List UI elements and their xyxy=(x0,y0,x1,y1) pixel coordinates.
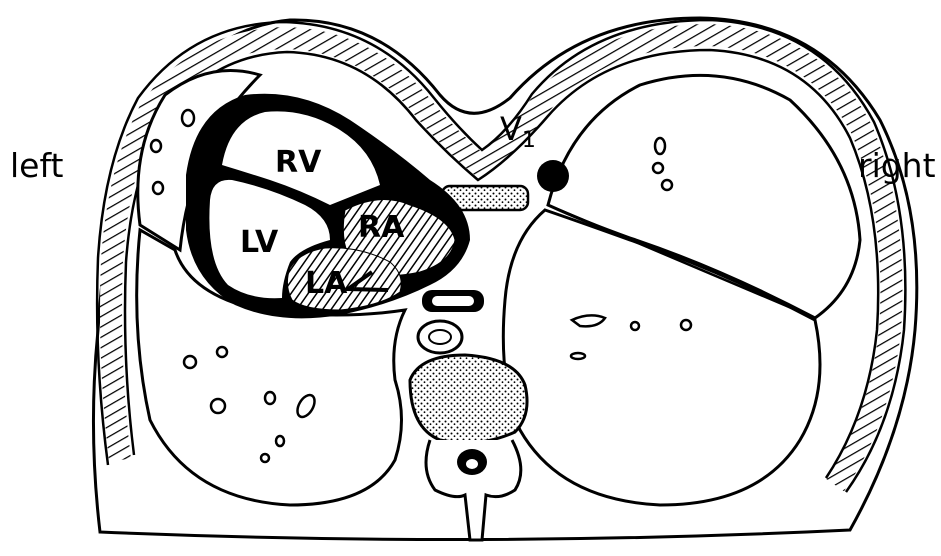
v1-electrode xyxy=(537,160,569,192)
la-label: LA xyxy=(305,266,348,301)
rv-label: RV xyxy=(275,145,322,180)
esophagus-lumen xyxy=(429,330,451,344)
lead-letter: V xyxy=(500,110,522,148)
aorta-lumen xyxy=(432,296,474,306)
right-side-label: right xyxy=(858,146,936,185)
left-side-label: left xyxy=(10,146,63,185)
lv-label: LV xyxy=(240,225,279,260)
ra-label: RA xyxy=(358,210,405,245)
lead-subscript: 1 xyxy=(522,128,536,153)
spinal-cord xyxy=(466,459,478,469)
vertebral-body xyxy=(410,355,527,443)
